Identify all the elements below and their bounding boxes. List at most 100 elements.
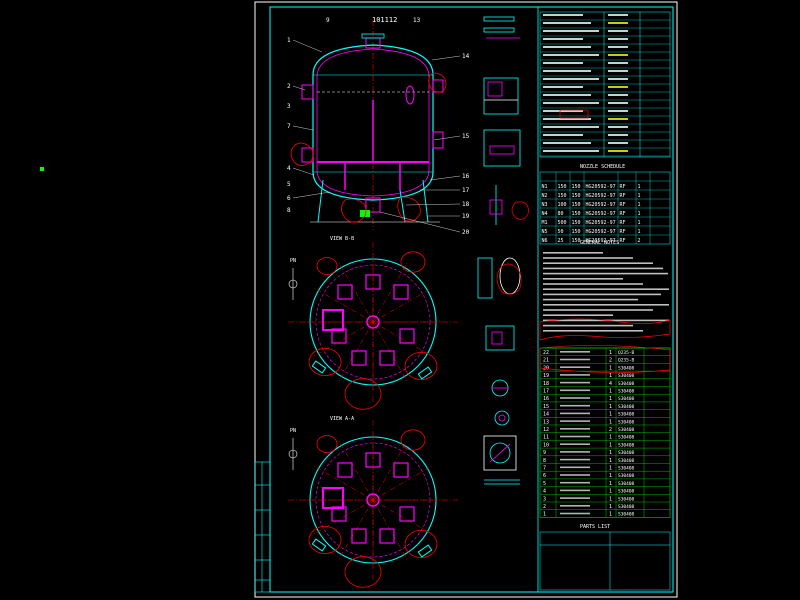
parts-desc-stub	[560, 489, 590, 492]
leader-lines	[292, 39, 461, 233]
parts-cell-material: S30408	[618, 427, 635, 433]
nozzle-cell: 150	[572, 193, 581, 199]
balloon-5: 5	[287, 181, 291, 188]
nozzle-table-title: NOZZLE SCHEDULE	[580, 164, 625, 170]
parts-desc-stub	[560, 481, 590, 484]
parts-cell-material: S30408	[618, 442, 635, 448]
design-table-value-stub	[608, 78, 628, 80]
parts-cell-material: S30408	[618, 473, 635, 479]
parts-cell-qty: 1	[609, 442, 612, 448]
parts-list-title: PARTS LIST	[580, 524, 610, 530]
plan-lower-radial-line	[312, 499, 374, 536]
nozzle-cell: HG20592-97	[586, 220, 616, 226]
plan-upper-radial-line	[337, 261, 374, 323]
parts-cell-no: 14	[543, 412, 549, 418]
parts-cell-qty: 1	[609, 466, 612, 472]
plan-upper-revision-cloud	[344, 378, 382, 410]
balloon-14: 14	[462, 53, 470, 60]
design-table-text-stub	[543, 62, 583, 64]
general-note-text-line	[543, 252, 603, 254]
parts-cell-qty: 2	[609, 427, 612, 433]
general-note-text-line	[543, 330, 643, 332]
nozzle-cell: HG20592-97	[586, 184, 616, 190]
plan-view-upper: VIEW B-B PN	[288, 236, 354, 300]
parts-cell-material: Q235-B	[618, 358, 635, 364]
parts-cell-no: 2	[543, 504, 546, 510]
general-note-text-line	[543, 324, 633, 327]
general-notes-revision-cloud	[539, 318, 671, 341]
plan-lower-revision-cloud	[308, 526, 342, 555]
parts-cell-no: 5	[543, 481, 546, 487]
plan-upper-revision-cloud	[316, 257, 338, 275]
parts-cell-no: 11	[543, 435, 549, 441]
design-table-value-stub	[608, 118, 628, 120]
plan-lower-radial-line	[337, 499, 374, 561]
nozzle-cell: 150	[572, 202, 581, 208]
balloon-1: 1	[287, 37, 291, 44]
plan-lower-radial-line	[372, 499, 434, 536]
parts-cell-qty: 1	[609, 458, 612, 464]
detail-1	[483, 16, 520, 39]
general-notes-title: GENERAL NOTES	[580, 240, 619, 246]
parts-desc-stub	[560, 428, 590, 430]
plan-upper-radial-line	[312, 286, 374, 323]
plan-lower-title: VIEW A-A	[330, 416, 354, 422]
general-note-text-line	[543, 262, 653, 264]
design-table-value-stub	[608, 110, 628, 112]
revision-cloud-bottom-left	[341, 198, 367, 223]
parts-cell-material: S30408	[618, 450, 635, 456]
parts-desc-stub	[560, 366, 590, 368]
nozzle-cell: N2	[542, 193, 548, 199]
parts-desc-stub	[560, 443, 590, 445]
plan-upper-nozzle-pad	[351, 350, 367, 366]
general-note-text-line	[543, 267, 663, 270]
parts-desc-stub	[560, 505, 590, 507]
design-table-text-stub	[543, 102, 599, 104]
plan-upper-radial-line	[372, 321, 434, 358]
detail-7	[491, 379, 509, 397]
general-notes-block	[539, 252, 671, 341]
nozzle-cell: 80	[558, 211, 564, 217]
parts-cell-qty: 1	[609, 365, 612, 371]
title-block	[539, 531, 671, 591]
nozzle-cell: 150	[572, 211, 581, 217]
parts-desc-stub	[560, 435, 590, 438]
plan-lower-radial-line	[372, 464, 434, 501]
north-arrow-lower	[288, 438, 298, 470]
parts-desc-stub	[560, 389, 590, 392]
nozzle-cell: N5	[542, 229, 548, 235]
parts-cell-qty: 1	[609, 481, 612, 487]
plan-lower-radial-line	[312, 464, 374, 501]
design-table-text-stub	[543, 150, 599, 152]
plan-lower-manway	[322, 487, 344, 509]
support-leg-mid	[399, 189, 406, 223]
nozzle-cell: 100	[558, 202, 567, 208]
balloon-8: 8	[287, 207, 291, 214]
parts-cell-qty: 1	[609, 473, 612, 479]
plan-lower-nozzle-pad	[351, 528, 367, 544]
detail-5	[477, 257, 522, 299]
parts-cell-no: 12	[543, 427, 549, 433]
design-table-value-stub	[608, 126, 628, 128]
nozzle-cell: 2	[638, 238, 641, 244]
design-table-text-stub	[543, 46, 591, 48]
design-table-text-stub	[543, 94, 591, 96]
parts-desc-stub	[560, 466, 590, 469]
parts-cell-qty: 1	[609, 396, 612, 402]
design-table-text-stub	[543, 118, 591, 120]
design-table-value-stub	[608, 46, 628, 48]
parts-cell-qty: 1	[609, 412, 612, 418]
detail-2	[483, 77, 519, 115]
vessel-inner-wall	[316, 48, 430, 197]
top-reference-label: 101112	[372, 16, 397, 24]
parts-cell-no: 6	[543, 473, 546, 479]
nozzle-cell: 1	[638, 229, 641, 235]
parts-cell-material: S30408	[618, 412, 635, 418]
plan-view-lower: VIEW A-A PN	[288, 416, 354, 470]
parts-cell-material: S30408	[618, 389, 635, 395]
balloon-7: 7	[287, 123, 291, 130]
vessel-elevation-view: 101112 1 2 3 7 4 5 6 8 9 13 14 15 16 17 …	[287, 16, 470, 236]
nozzle-cell: M1	[542, 220, 548, 226]
parts-cell-material: S30408	[618, 373, 635, 379]
